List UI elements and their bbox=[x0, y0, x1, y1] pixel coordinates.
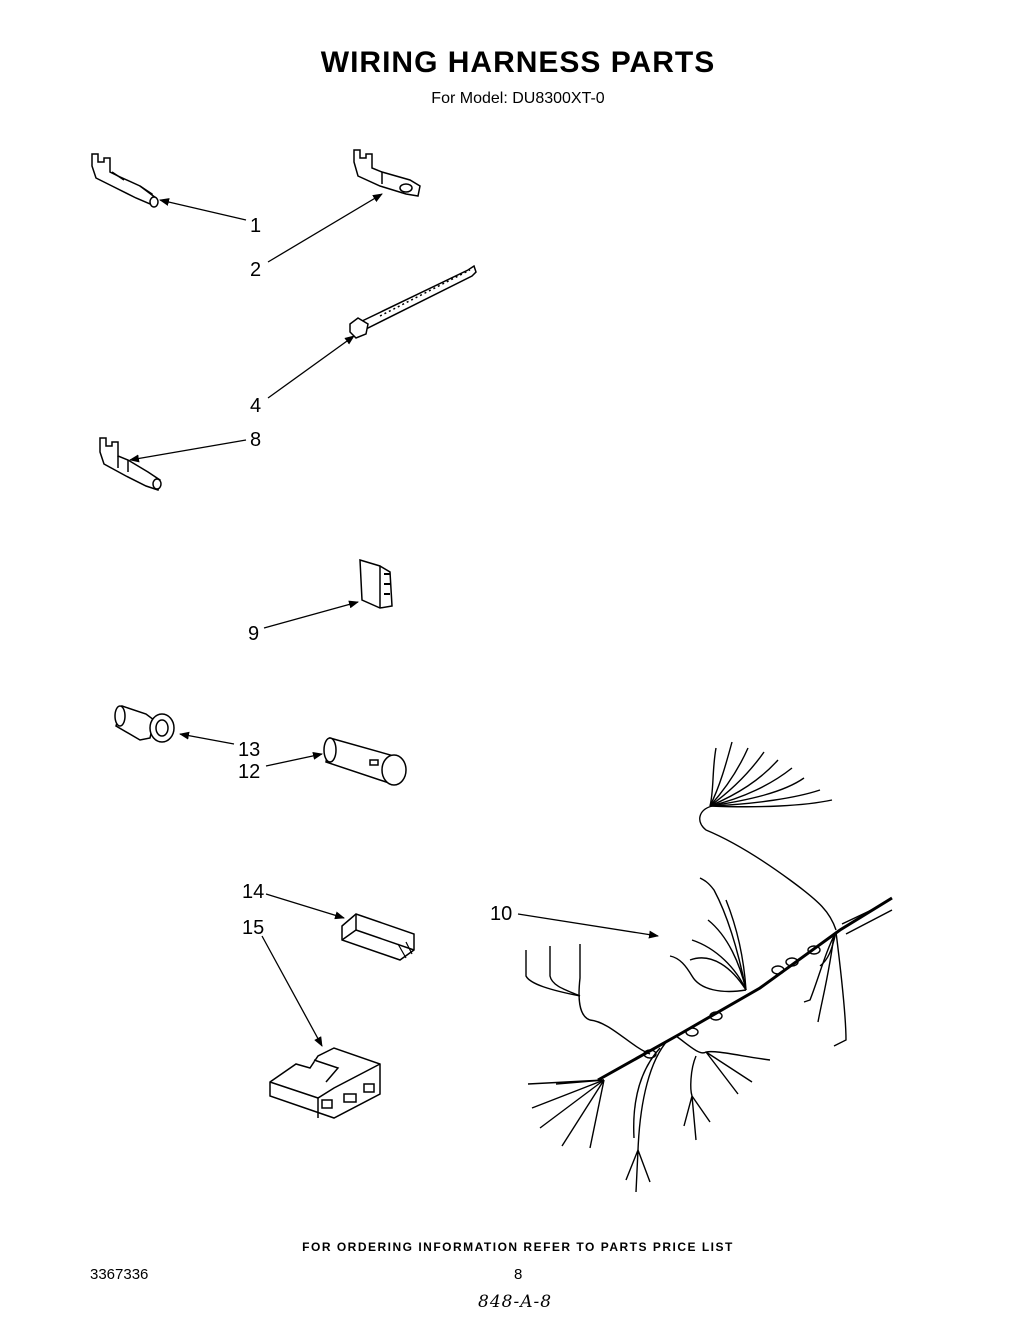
part-8-terminal bbox=[99, 437, 162, 491]
leader-4 bbox=[267, 335, 355, 399]
callout-1: 1 bbox=[250, 215, 261, 237]
leader-10 bbox=[517, 913, 659, 939]
part-10-wiring-harness bbox=[525, 741, 893, 1193]
part-15-connector-housing bbox=[269, 1047, 381, 1119]
part-2-terminal bbox=[353, 149, 421, 197]
leader-13 bbox=[179, 731, 235, 745]
callout-14: 14 bbox=[242, 881, 264, 903]
callout-10: 10 bbox=[490, 903, 512, 925]
leader-8 bbox=[129, 439, 247, 463]
part-14-clip bbox=[341, 913, 415, 961]
part-12-tube bbox=[323, 737, 407, 786]
handwritten-code: 848-A-8 bbox=[478, 1292, 553, 1312]
leader-12 bbox=[265, 751, 323, 767]
callout-15: 15 bbox=[242, 917, 264, 939]
leader-2 bbox=[267, 193, 383, 263]
leader-1 bbox=[159, 198, 247, 221]
leader-9 bbox=[263, 600, 359, 629]
callout-2: 2 bbox=[250, 259, 261, 281]
part-9-connector-block bbox=[359, 558, 393, 609]
callout-labels: 1 2 4 8 9 13 12 14 15 10 bbox=[238, 215, 512, 939]
part-4-cable-tie bbox=[349, 264, 477, 339]
part-1-terminal bbox=[91, 153, 159, 208]
callout-12: 12 bbox=[238, 761, 260, 783]
callout-13: 13 bbox=[238, 739, 260, 761]
callout-9: 9 bbox=[248, 623, 259, 645]
page-number: 8 bbox=[514, 1266, 523, 1283]
leader-lines bbox=[129, 193, 659, 1047]
page-title: WIRING HARNESS PARTS bbox=[320, 46, 716, 79]
part-13-socket bbox=[114, 705, 175, 743]
model-subtitle: For Model: DU8300XT-0 bbox=[431, 90, 605, 107]
callout-4: 4 bbox=[250, 395, 261, 417]
document-number: 3367336 bbox=[90, 1266, 149, 1283]
leader-14 bbox=[265, 893, 345, 920]
leader-15 bbox=[261, 935, 323, 1047]
ordering-note: FOR ORDERING INFORMATION REFER TO PARTS … bbox=[302, 1240, 734, 1254]
callout-8: 8 bbox=[250, 429, 261, 451]
